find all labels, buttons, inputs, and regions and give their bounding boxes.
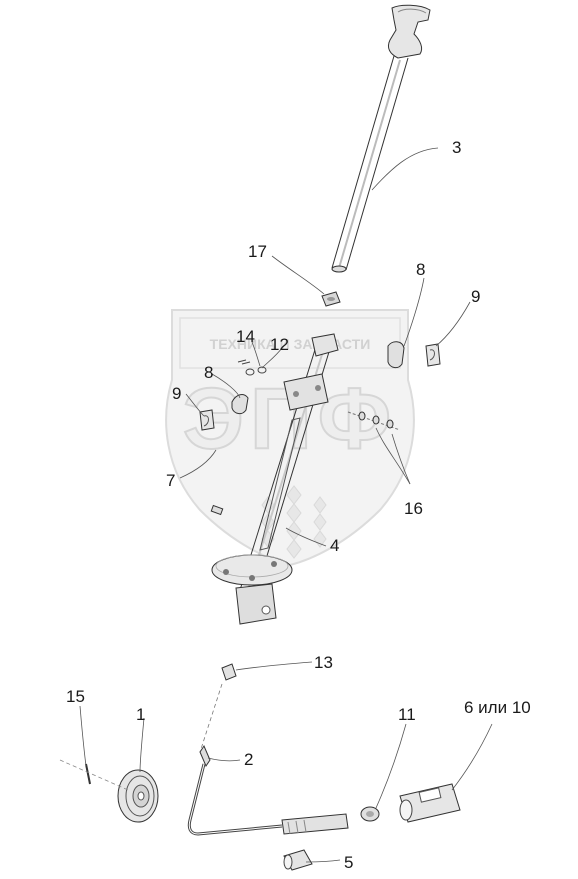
callout-8-right: 8 [416, 260, 425, 279]
callout-11: 11 [398, 705, 416, 724]
part-15-pin [59, 759, 129, 791]
callout-8-left: 8 [204, 363, 213, 382]
part-4-lower-socket [235, 583, 277, 625]
part-3-shaft-right [345, 57, 409, 271]
part-2-threaded-end [281, 813, 349, 835]
callout-7: 7 [166, 471, 175, 490]
callout-2: 2 [244, 750, 253, 769]
part-16-pins [347, 411, 401, 431]
part-5-sleeve [283, 849, 313, 871]
part-3-control-rod [331, 4, 431, 273]
callout-14: 14 [236, 327, 255, 346]
part-14-washer [237, 359, 251, 365]
callout-9-right: 9 [471, 287, 480, 306]
watermark-logo: ТЕХНИКА И ЗАПЧАСТИ ЭПФ [165, 309, 415, 567]
part-1-roller [117, 769, 159, 823]
callout-15: 15 [66, 687, 85, 706]
callout-16: 16 [404, 499, 423, 518]
part-3-shaft-end [331, 265, 347, 273]
part-17-nut [321, 291, 341, 307]
callout-5: 5 [344, 853, 353, 872]
callout-13: 13 [314, 653, 333, 672]
part-4-lever-tube [211, 333, 339, 625]
part-3-handle-shade [397, 8, 427, 14]
assembly-axis [199, 683, 223, 753]
part-8-clip-left [231, 394, 249, 415]
part-2-bent-rod [187, 744, 349, 836]
part-4-upper-bracket [311, 333, 339, 357]
part-6-10-clevis [399, 783, 461, 823]
callout-6-or-10: 6 или 10 [464, 698, 531, 717]
part-3-shaft-left [331, 55, 395, 269]
part-3-shaft-highlight [338, 59, 401, 269]
part-9-clip-left [199, 409, 215, 431]
part-4-slot-guide [259, 417, 301, 551]
part-7-pin [210, 504, 224, 516]
watermark-top-text: ТЕХНИКА И ЗАПЧАСТИ [210, 336, 371, 352]
leader-lines [79, 147, 493, 863]
callout-1: 1 [136, 705, 145, 724]
part-12-ring [245, 366, 267, 376]
part-3-handle [387, 4, 431, 59]
part-4-mid-bracket [283, 373, 329, 411]
part-9-clip-right [425, 343, 441, 367]
callout-labels: 3 17 8 9 14 12 8 9 7 16 4 13 15 1 11 6 и… [66, 138, 531, 872]
callout-4: 4 [330, 536, 339, 555]
callout-9-left: 9 [172, 384, 181, 403]
part-13-sleeve [221, 663, 237, 681]
part-8-clip-right [387, 341, 405, 369]
callout-12: 12 [270, 335, 289, 354]
callout-3: 3 [452, 138, 461, 157]
part-11-nut [360, 806, 380, 822]
callout-17: 17 [248, 242, 267, 261]
